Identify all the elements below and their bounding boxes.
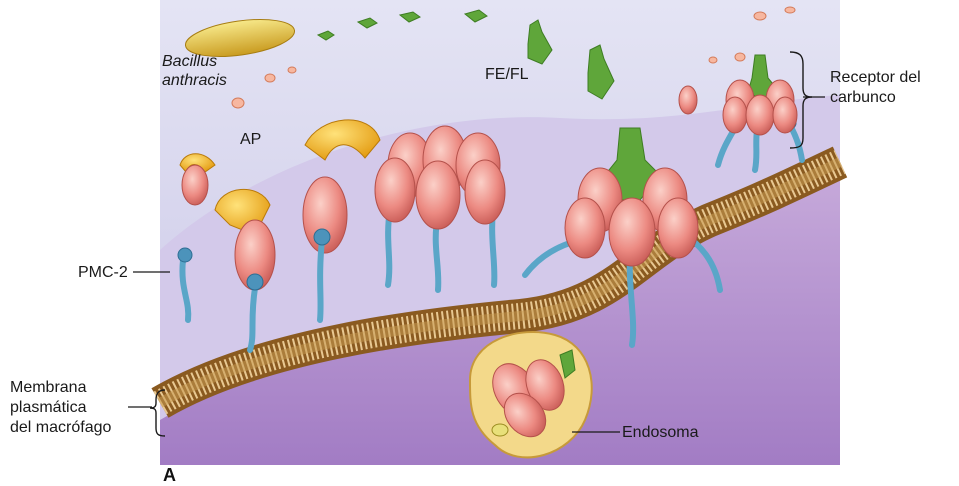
endosome-label: Endosoma: [622, 423, 699, 442]
membrane-label-line2: plasmática: [10, 398, 86, 417]
ap-label: AP: [240, 130, 261, 149]
receptor-label-line1: Receptor del: [830, 68, 921, 87]
bacillus-label-line2: anthracis: [162, 71, 227, 90]
pa-heptamer: [375, 126, 505, 229]
pmc2-label: PMC-2: [78, 263, 128, 282]
receptor-label-line2: carbunco: [830, 88, 896, 107]
endosome: [470, 332, 592, 457]
fe-fl-label: FE/FL: [485, 65, 529, 84]
bacillus-label-line1: Bacillus: [162, 52, 217, 71]
membrane-label-line3: del macrófago: [10, 418, 111, 437]
membrane-label-line1: Membrana: [10, 378, 86, 397]
panel-label: A: [163, 465, 176, 486]
